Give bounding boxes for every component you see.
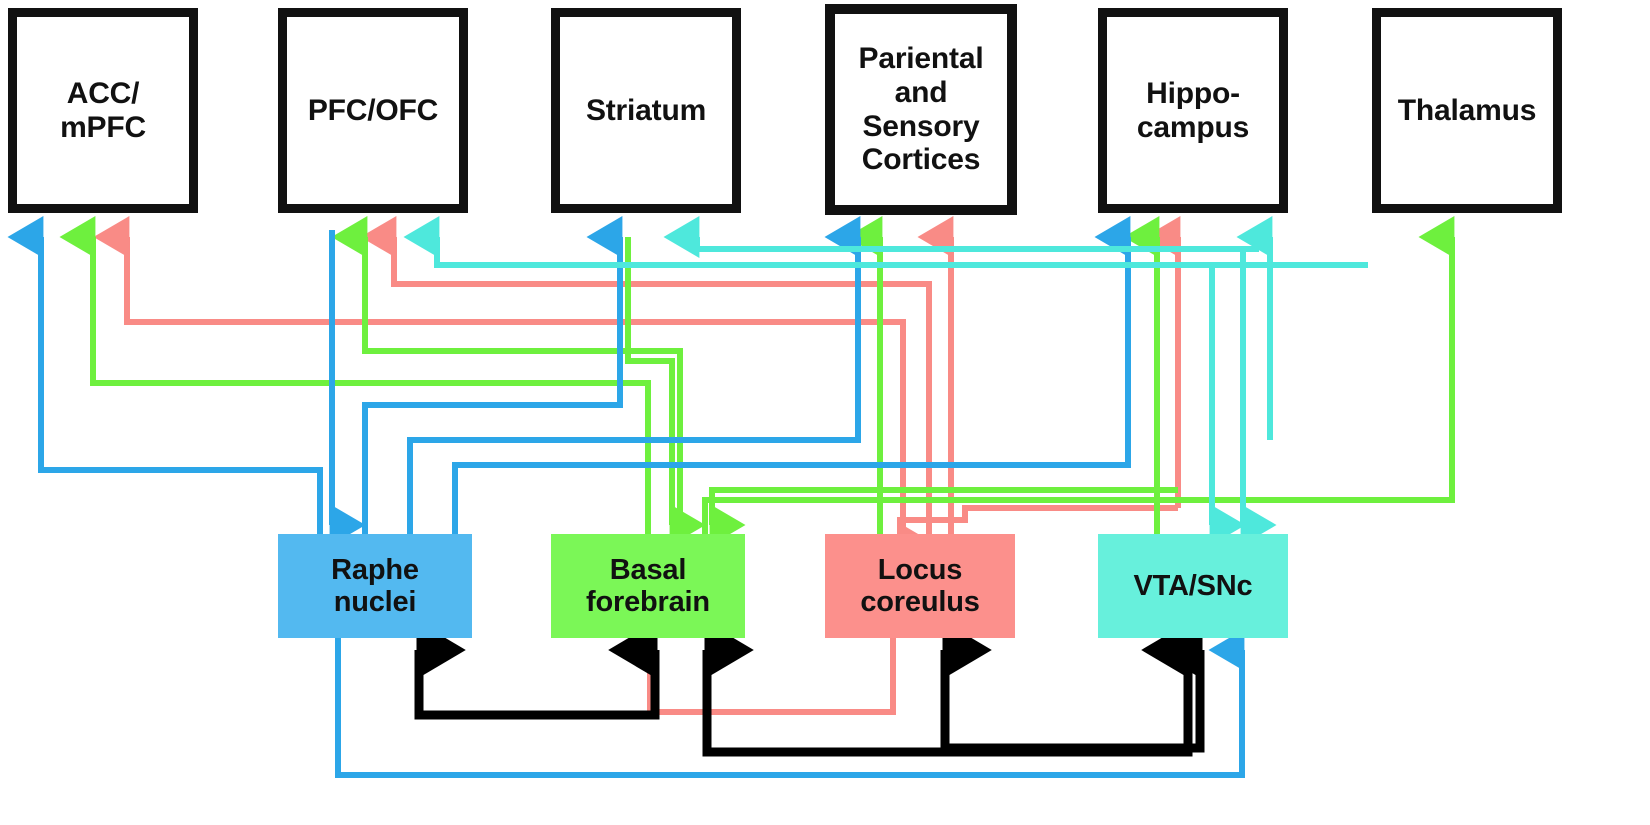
label-basal-forebrain: Basal forebrain bbox=[586, 553, 710, 618]
reciprocal-connections bbox=[414, 620, 1205, 757]
edge-vta-to-basal-black bbox=[702, 620, 1193, 757]
edge-locus-to-basal bbox=[616, 629, 896, 715]
label-acc-mpfc: ACC/ mPFC bbox=[60, 76, 146, 144]
edge-vta-riser-a bbox=[1209, 262, 1368, 525]
label-striatum: Striatum bbox=[585, 93, 707, 127]
edge-vta-to-pfc bbox=[403, 216, 1368, 268]
edge-parietal-to-locus bbox=[897, 505, 1178, 564]
edge-locus-to-acc bbox=[93, 216, 906, 534]
locus-coreulus-projections bbox=[93, 216, 1181, 715]
edge-raphe-to-parietal bbox=[407, 216, 861, 534]
box-vta-snc[interactable]: VTA/SNc bbox=[1098, 534, 1288, 638]
label-hippocampus: Hippo- campus bbox=[1136, 76, 1250, 144]
edge-raphe-to-vta bbox=[335, 629, 1245, 778]
basal-forebrain-projections bbox=[59, 216, 1455, 546]
edge-vta-to-locus-black bbox=[940, 620, 1205, 753]
edge-raphe-to-hippocampus bbox=[452, 216, 1131, 534]
label-raphe-nuclei: Raphe nuclei bbox=[331, 553, 419, 618]
vta-snc-projections bbox=[403, 216, 1368, 546]
box-hippocampus[interactable]: Hippo- campus bbox=[1098, 8, 1288, 213]
edge-vta-to-striatum bbox=[663, 216, 1259, 258]
edge-raphe-to-striatum bbox=[362, 216, 623, 534]
edge-raphe-to-acc bbox=[7, 216, 323, 534]
raphe-nuclei-projections bbox=[7, 216, 1245, 778]
box-pfc-ofc[interactable]: PFC/OFC bbox=[278, 8, 468, 213]
edge-locus-to-pfc bbox=[360, 216, 932, 534]
box-striatum[interactable]: Striatum bbox=[551, 8, 741, 213]
box-basal-forebrain[interactable]: Basal forebrain bbox=[551, 534, 745, 638]
box-acc-mpfc[interactable]: ACC/ mPFC bbox=[8, 8, 198, 213]
box-parietal-sensory-cortices[interactable]: Pariental and Sensory Cortices bbox=[825, 4, 1017, 215]
edge-basal-to-acc bbox=[59, 216, 651, 534]
label-thalamus: Thalamus bbox=[1397, 93, 1537, 127]
label-vta-snc: VTA/SNc bbox=[1133, 569, 1253, 602]
label-locus-coreulus: Locus coreulus bbox=[860, 553, 980, 618]
label-pfc-ofc: PFC/OFC bbox=[307, 93, 439, 127]
edge-parietal-to-basal bbox=[709, 487, 1178, 546]
box-raphe-nuclei[interactable]: Raphe nuclei bbox=[278, 534, 472, 638]
label-parietal-sensory-cortices: Pariental and Sensory Cortices bbox=[858, 42, 984, 177]
edge-basal-to-raphe-black bbox=[414, 620, 660, 720]
box-thalamus[interactable]: Thalamus bbox=[1372, 8, 1562, 213]
box-locus-coreulus[interactable]: Locus coreulus bbox=[825, 534, 1015, 638]
